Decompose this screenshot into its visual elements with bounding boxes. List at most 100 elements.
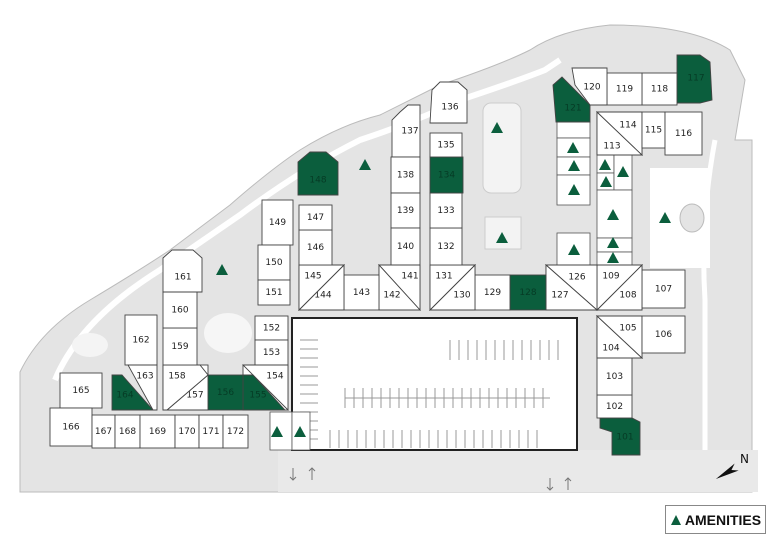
- amenity-triangle-icon[interactable]: [568, 160, 580, 171]
- unit-shape: [552, 76, 591, 123]
- unit-159[interactable]: 159: [162, 327, 198, 366]
- unit-168[interactable]: 168: [114, 414, 141, 449]
- unit-118[interactable]: 118: [641, 72, 678, 106]
- unit-128[interactable]: 128: [509, 274, 547, 311]
- unit-132[interactable]: 132: [429, 227, 463, 266]
- amenity-triangle-icon[interactable]: [568, 244, 580, 255]
- unit-162[interactable]: 162: [124, 314, 158, 366]
- unit-146[interactable]: 146: [298, 229, 333, 266]
- unit-134[interactable]: 134: [429, 156, 464, 194]
- unit-152[interactable]: 152: [254, 315, 289, 341]
- unit-165[interactable]: 165: [59, 372, 103, 409]
- unit-153[interactable]: 153: [254, 339, 289, 366]
- unit-129[interactable]: 129: [474, 274, 511, 311]
- unit-136[interactable]: 136: [429, 81, 468, 124]
- unit-label: 147: [307, 213, 324, 223]
- unit-label: 120: [583, 83, 600, 93]
- amenity-triangle-icon[interactable]: [607, 237, 619, 248]
- amenity-triangle-icon[interactable]: [659, 212, 671, 223]
- courtyard-pond: [679, 203, 705, 233]
- unit-151[interactable]: 151: [257, 279, 291, 306]
- unit-121[interactable]: 121: [552, 76, 591, 123]
- unit-103[interactable]: 103: [596, 357, 633, 396]
- unit-172[interactable]: 172: [222, 414, 249, 449]
- unit-143[interactable]: 143: [343, 274, 380, 311]
- amenity-triangle-icon[interactable]: [359, 159, 371, 170]
- amenity-triangle-icon[interactable]: [607, 209, 619, 220]
- unit-161[interactable]: 161: [162, 249, 203, 293]
- amenity-triangle-icon[interactable]: [567, 142, 579, 153]
- amenity-triangle-icon[interactable]: [607, 252, 619, 263]
- unit-164[interactable]: 164: [111, 374, 154, 411]
- unit-label: 107: [655, 285, 672, 295]
- unit-119[interactable]: 119: [606, 72, 643, 106]
- unit-133[interactable]: 133: [429, 192, 463, 229]
- unit-shape: [641, 72, 678, 106]
- unit-label: 121: [564, 104, 581, 114]
- unit-140[interactable]: 140: [390, 227, 421, 266]
- unit-label: 162: [132, 336, 149, 346]
- unit-120[interactable]: 120: [571, 67, 608, 106]
- unit-138[interactable]: 138: [390, 156, 421, 194]
- unit-label: 104: [602, 344, 619, 354]
- unit-156[interactable]: 156: [207, 374, 244, 411]
- unit-102[interactable]: 102: [596, 394, 633, 419]
- unit-171[interactable]: 171: [198, 414, 224, 449]
- unit-label: 141: [401, 272, 418, 282]
- unit-label: 150: [265, 258, 282, 268]
- unit-116[interactable]: 116: [664, 111, 703, 156]
- unit-label: 166: [62, 423, 79, 433]
- amenity-triangle-icon[interactable]: [600, 176, 612, 187]
- unit-label: 168: [119, 427, 136, 437]
- unit-101[interactable]: 101: [599, 417, 641, 456]
- unit-167[interactable]: 167: [91, 414, 116, 449]
- unit-115[interactable]: 115: [641, 111, 666, 149]
- unit-150[interactable]: 150: [257, 244, 291, 281]
- unit-label: 115: [645, 126, 662, 136]
- unit-shape: [429, 192, 463, 229]
- unit-label: 108: [619, 291, 636, 301]
- unit-139[interactable]: 139: [390, 192, 421, 229]
- unit-label: 118: [651, 85, 668, 95]
- amenity-triangle-icon[interactable]: [496, 232, 508, 243]
- unit-135[interactable]: 135: [429, 132, 463, 158]
- unit-149[interactable]: 149: [261, 199, 294, 246]
- unit-shape: [254, 315, 289, 341]
- unit-147[interactable]: 147: [298, 204, 333, 231]
- unit-117[interactable]: 117: [676, 54, 713, 104]
- unit-label: 102: [606, 402, 623, 412]
- amenity-triangle-icon[interactable]: [568, 184, 580, 195]
- unit-160[interactable]: 160: [162, 291, 198, 329]
- driveway-arrows: [289, 467, 572, 491]
- unit-label: 160: [171, 306, 188, 316]
- amenity-triangle-icon[interactable]: [271, 426, 283, 437]
- unit-shape: [429, 81, 468, 124]
- unit-label: 129: [484, 288, 501, 298]
- amenity-triangle-icon[interactable]: [294, 426, 306, 437]
- unit-shape: [59, 372, 103, 409]
- north-arrow-icon: [715, 463, 739, 479]
- unit-label: 142: [383, 291, 400, 301]
- unit-label: 109: [602, 272, 619, 282]
- unit-label: 106: [655, 330, 672, 340]
- unit-169[interactable]: 169: [139, 414, 176, 449]
- unit-107[interactable]: 107: [641, 269, 686, 309]
- amenity-triangle-icon[interactable]: [491, 122, 503, 133]
- unit-shape: [162, 249, 203, 293]
- unit-170[interactable]: 170: [174, 414, 200, 449]
- unit-label: 154: [266, 372, 283, 382]
- unit-shape: [429, 156, 464, 194]
- amenity-triangle-icon[interactable]: [617, 166, 629, 177]
- unit-106[interactable]: 106: [641, 315, 686, 354]
- unit-label: 103: [606, 372, 623, 382]
- unit-label: 133: [437, 206, 454, 216]
- unit-148[interactable]: 148: [297, 151, 339, 196]
- unit-label: 151: [265, 288, 282, 298]
- unit-166[interactable]: 166: [49, 407, 93, 447]
- unit-shape: [298, 229, 333, 266]
- unit-163[interactable]: 163: [127, 364, 158, 411]
- unit-shape: [127, 364, 158, 411]
- amenity-triangle-icon[interactable]: [599, 159, 611, 170]
- amenity-triangle-icon[interactable]: [216, 264, 228, 275]
